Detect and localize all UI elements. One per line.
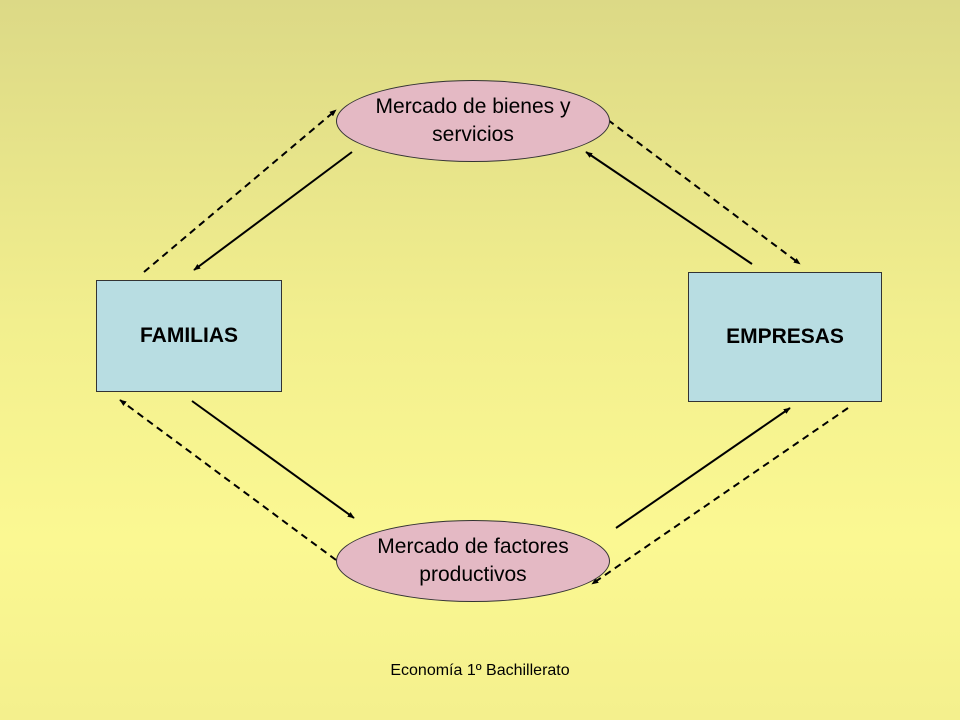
empresas-label: EMPRESAS — [726, 325, 844, 348]
familias-node: FAMILIAS — [96, 280, 282, 392]
arrow-factores-to-empresas — [615, 407, 791, 529]
familias-label: FAMILIAS — [140, 324, 238, 347]
arrow-familias-to-factores — [191, 400, 355, 519]
mercado-bienes-label: Mercado de bienes y servicios — [375, 95, 571, 146]
dashed-arrow-familias-to-bienes — [143, 109, 337, 273]
arrow-empresas-to-bienes — [585, 151, 753, 265]
mercado-factores-label: Mercado de factores productivos — [377, 535, 569, 586]
mercado-bienes-node: Mercado de bienes y servicios — [336, 80, 610, 162]
dashed-arrow-factores-to-familias — [119, 399, 337, 561]
footer-caption: Economía 1º Bachillerato — [390, 662, 570, 679]
dashed-arrow-bienes-to-empresas — [607, 119, 801, 265]
dashed-arrow-empresas-to-factores — [591, 407, 849, 585]
mercado-factores-node: Mercado de factores productivos — [336, 520, 610, 602]
empresas-node: EMPRESAS — [688, 272, 882, 402]
arrow-bienes-to-familias — [193, 151, 353, 271]
